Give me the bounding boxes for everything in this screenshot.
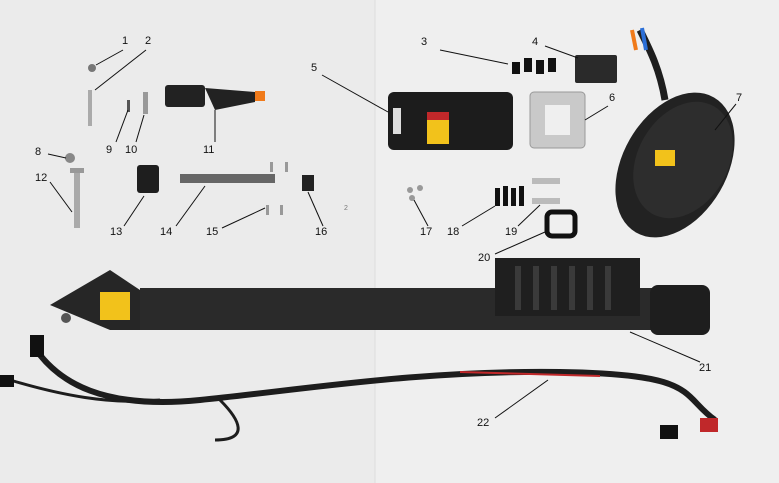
callout-4: 4 [532,36,539,48]
screws-part-17 [407,185,423,201]
callout-17: 17 [420,226,433,238]
clip-part-13 [137,165,159,193]
plate-part-4 [575,55,617,83]
controller-part-5 [388,92,513,150]
screw-part-9 [127,100,130,112]
connectors-part-3 [512,58,556,74]
callout-16: 16 [315,226,328,238]
plates-part-19 [532,178,560,204]
callout-7: 7 [736,92,743,104]
callout-13: 13 [110,226,123,238]
callout-15: 15 [206,226,219,238]
callout-14: 14 [160,226,173,238]
callout-10: 10 [125,144,138,156]
mount-part-6 [529,91,586,149]
clip-part-16 [302,175,314,191]
arm-tube-part-21 [50,258,710,335]
nut-part-1 [88,64,96,72]
leader-arrows [47,45,737,419]
callout-12: 12 [35,172,48,184]
screws-part-15 [266,162,288,215]
callout-20: 20 [478,252,491,264]
callout-3: 3 [421,36,428,48]
callout-22: 22 [477,417,490,429]
pin-part-2 [88,90,92,126]
callout-18: 18 [447,226,460,238]
callout-8: 8 [35,146,42,158]
callout-6: 6 [609,92,616,104]
callout-21: 21 [699,362,712,374]
callout-9: 9 [106,144,113,156]
callout-2: 2 [145,35,152,47]
latch-part-11 [165,85,265,110]
motor-part-7 [615,27,735,238]
callout-5: 5 [311,62,318,74]
callout-11: 11 [203,144,215,156]
bracket-part-14 [180,174,275,183]
callout-19: 19 [505,226,518,238]
pin-part-10 [143,92,148,114]
bolt-part-12 [70,168,84,228]
nut-part-8 [65,153,75,163]
callout-1: 1 [122,35,129,47]
ring-part-20 [544,209,578,239]
cable-part-22 [0,335,718,442]
stray-mark: 2 [344,205,348,212]
bolts-part-18 [495,186,524,206]
